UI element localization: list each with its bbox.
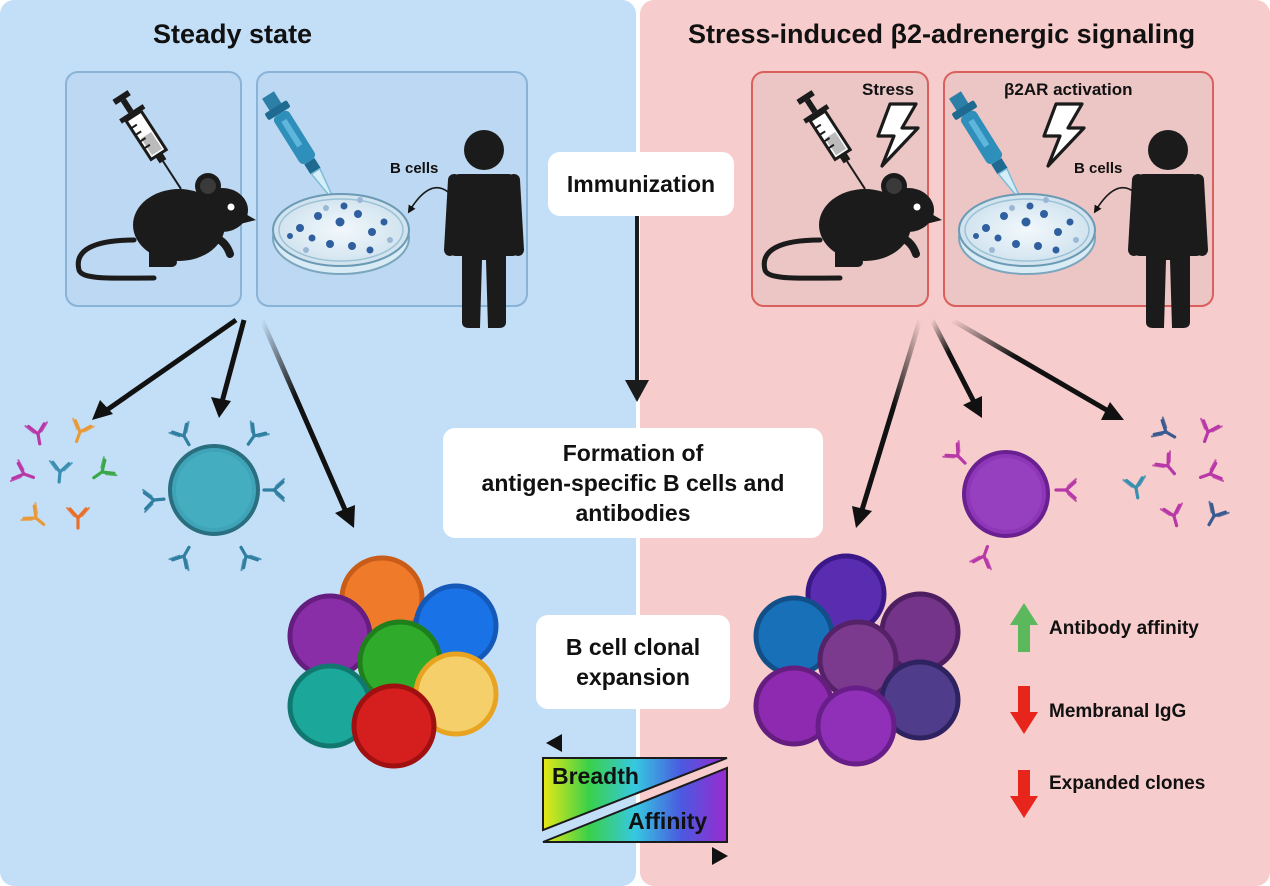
formation-line: Formation of (562, 440, 704, 466)
immunization-box: Immunization (548, 152, 734, 216)
formation-box: Formation of antigen-specific B cells an… (443, 428, 823, 538)
formation-line: antibodies (575, 500, 691, 526)
expansion-line: expansion (576, 664, 690, 690)
legend-down-arrow-icon (1010, 770, 1038, 818)
formation-line: antigen-specific B cells and (481, 470, 785, 496)
stress-clone-cluster (753, 553, 961, 767)
right-output-arrows (852, 317, 1124, 528)
b-cells-arrow (1093, 187, 1135, 214)
stress-label: Stress (862, 80, 914, 99)
expansion-line: B cell clonal (565, 634, 701, 660)
legend-up-arrow-icon (1010, 603, 1038, 652)
steady-state-title: Steady state (153, 19, 313, 49)
legend-down-arrow-icon (1010, 686, 1038, 734)
b-cells-label: B cells (1074, 160, 1123, 177)
affinity-label: Affinity (628, 808, 708, 834)
left-output-arrows (92, 317, 355, 528)
b2ar-activation-label: β2AR activation (1004, 80, 1133, 99)
affinity-wedge (542, 766, 728, 843)
legend-membranal-igg: Membranal IgG (1049, 701, 1187, 722)
petri-dish-icon (272, 193, 410, 275)
clonal-expansion-box: B cell clonal expansion (536, 615, 730, 709)
b-cells-arrow (407, 187, 449, 214)
breadth-affinity-graphic (542, 734, 728, 865)
breadth-wedge (542, 757, 728, 832)
legend-antibody-affinity: Antibody affinity (1049, 618, 1199, 639)
stressed-b-cell (941, 439, 1078, 571)
steady-clone-cluster (287, 555, 499, 769)
center-flow-arrow (625, 216, 649, 402)
legend-expanded-clones: Expanded clones (1049, 773, 1206, 794)
petri-dish-icon (958, 193, 1096, 275)
breadth-label: Breadth (552, 763, 639, 789)
b-cells-label: B cells (390, 160, 439, 177)
immunization-label: Immunization (566, 171, 716, 197)
steady-b-cell (141, 419, 286, 572)
stress-title: Stress-induced β2-adrenergic signaling (688, 19, 1196, 49)
